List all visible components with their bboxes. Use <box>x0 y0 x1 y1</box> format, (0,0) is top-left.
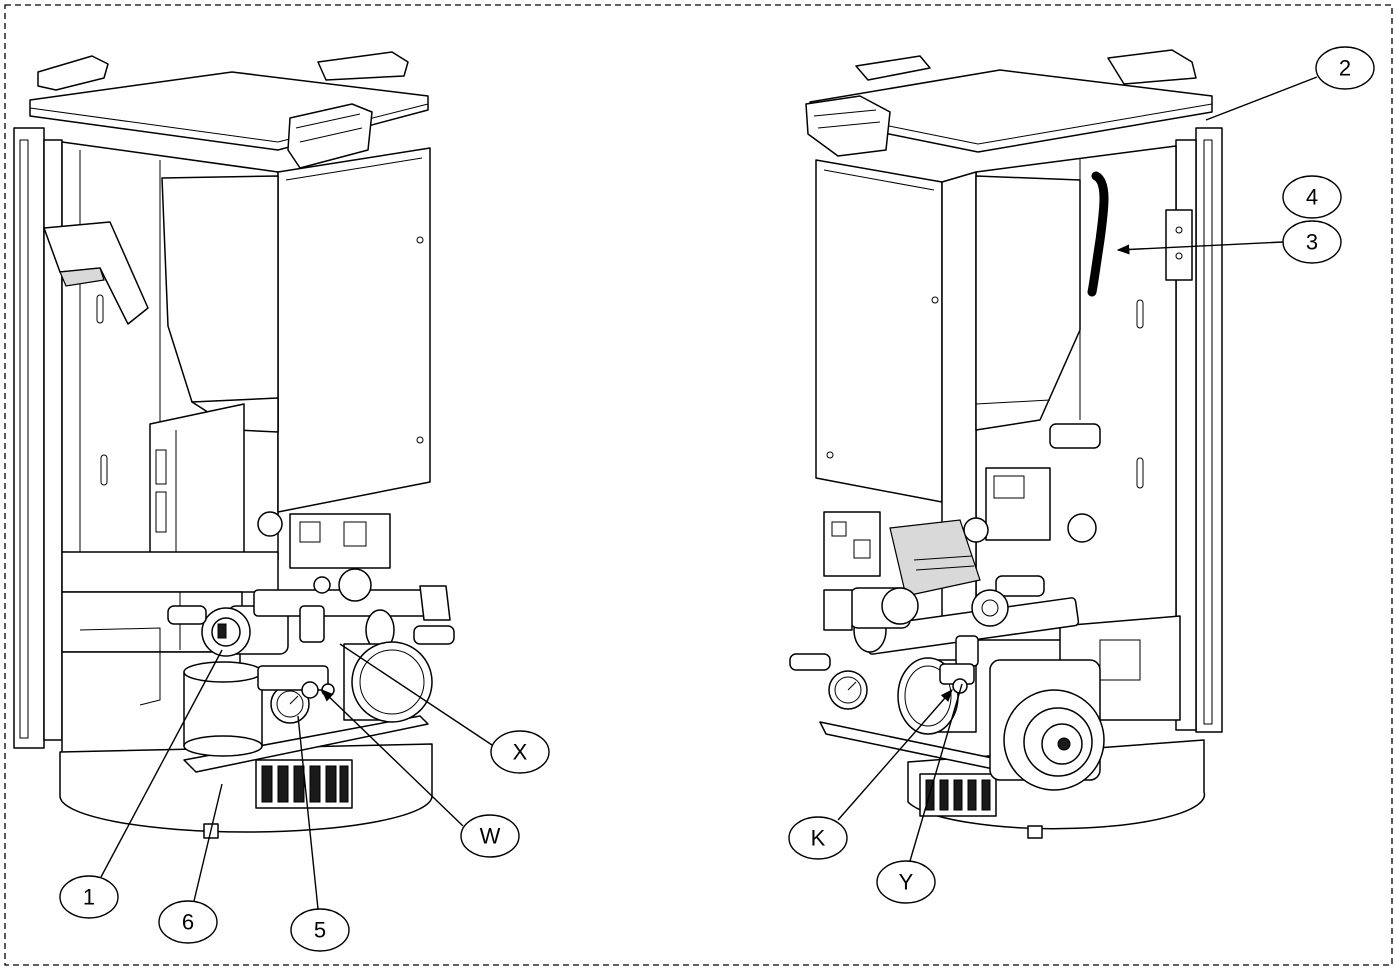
callout-5-label: 5 <box>314 918 326 943</box>
left-boiler <box>13 51 455 839</box>
right-circulation-pump <box>823 587 919 631</box>
callout-6-label: 6 <box>182 910 194 935</box>
right-air-grille <box>919 773 997 817</box>
right-side-post <box>1195 127 1223 733</box>
callout-1-label: 1 <box>83 885 95 910</box>
callout-3-label: 3 <box>1306 230 1318 255</box>
right-vertical-hose <box>1087 171 1109 297</box>
left-ash-tray <box>183 715 429 773</box>
left-air-grille <box>255 759 353 809</box>
callout-w-label: W <box>480 824 501 849</box>
left-top-bracket-left <box>37 55 109 91</box>
callout-6: 6 <box>158 783 223 944</box>
callout-w: W <box>321 689 520 858</box>
callout-k-label: K <box>811 826 826 851</box>
left-pressure-gauge <box>270 684 310 724</box>
left-flue-outlet <box>343 641 433 723</box>
left-valve-fitting <box>257 665 335 699</box>
callout-y: Y <box>876 683 963 904</box>
right-display-panel <box>805 95 891 157</box>
right-side-bracket <box>1165 209 1193 281</box>
right-combustion-fan <box>989 659 1105 791</box>
left-hopper-box <box>277 147 431 513</box>
callout-3: 3 <box>1116 220 1342 264</box>
right-hopper-box <box>815 159 943 503</box>
left-lower-panel <box>61 551 279 593</box>
right-electrical-plates <box>823 511 981 597</box>
left-top-bracket-right <box>317 51 409 81</box>
right-boiler <box>789 49 1223 839</box>
callout-1: 1 <box>59 649 223 919</box>
left-side-post <box>13 127 45 749</box>
callout-k: K <box>788 689 953 860</box>
left-circulation-pump <box>201 605 289 657</box>
left-display-panel <box>287 103 373 169</box>
left-control-board <box>149 403 245 563</box>
right-top-bracket-left <box>855 55 931 81</box>
left-expansion-vessel <box>183 661 263 757</box>
right-foot <box>1027 825 1043 839</box>
dashed-frame <box>4 4 1393 966</box>
right-pressure-gauge <box>828 670 868 710</box>
left-pipework <box>167 585 455 651</box>
callout-2: 2 <box>1205 46 1375 121</box>
callout-y-label: Y <box>899 870 914 895</box>
callout-4-label: 4 <box>1306 185 1318 210</box>
right-top-bracket-right <box>1107 49 1197 85</box>
callout-x: X <box>339 643 550 774</box>
callout-4: 4 <box>1282 175 1342 219</box>
left-feed-motor <box>257 511 391 602</box>
callout-2-label: 2 <box>1339 56 1351 81</box>
callouts: 1 6 5 W X K Y <box>59 46 1375 952</box>
right-feed-motor <box>963 423 1101 543</box>
callout-5: 5 <box>290 715 350 952</box>
callout-x-label: X <box>513 740 528 765</box>
right-hopper-funnel <box>975 175 1081 431</box>
